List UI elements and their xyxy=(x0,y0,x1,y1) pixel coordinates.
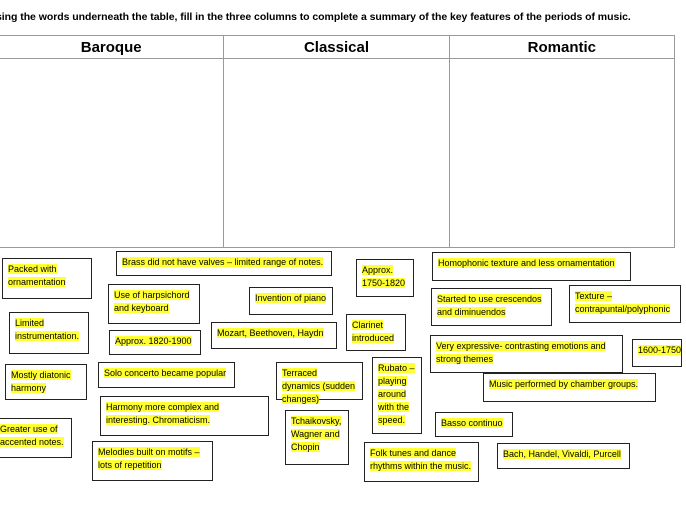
card-label: Homophonic texture and less ornamentatio… xyxy=(438,258,615,268)
card-label: Mostly diatonic harmony xyxy=(11,370,71,393)
card-label: Tchaikovsky, Wagner and Chopin xyxy=(291,416,342,452)
instructions: sing the words underneath the table, fil… xyxy=(0,11,631,23)
card-label: Limited instrumentation. xyxy=(15,318,80,341)
card-label: Use of harpsichord and keyboard xyxy=(114,290,190,313)
card-label: Clarinet introduced xyxy=(352,320,395,343)
card-label: Very expressive- contrasting emotions an… xyxy=(436,341,606,364)
card-brass-no-valves[interactable]: Brass did not have valves – limited rang… xyxy=(116,251,332,276)
card-melodies-motifs[interactable]: Melodies built on motifs – lots of repet… xyxy=(92,441,213,481)
card-texture-contrapuntal[interactable]: Texture – contrapuntal/polyphonic xyxy=(569,285,681,323)
card-very-expressive[interactable]: Very expressive- contrasting emotions an… xyxy=(430,335,623,373)
card-tchaikovsky-wagner-chopin[interactable]: Tchaikovsky, Wagner and Chopin xyxy=(285,410,349,465)
card-accented-notes[interactable]: Greater use of accented notes. xyxy=(0,418,72,458)
card-label: Greater use of accented notes. xyxy=(0,424,64,447)
card-terraced-dynamics[interactable]: Terraced dynamics (sudden changes) xyxy=(276,362,363,404)
card-limited-instrumentation[interactable]: Limited instrumentation. xyxy=(9,312,89,354)
card-approx-1750-1820[interactable]: Approx. 1750-1820 xyxy=(356,259,414,297)
card-label: Basso continuo xyxy=(441,418,503,428)
card-label: Terraced dynamics (sudden changes) xyxy=(282,368,356,404)
column-header-classical: Classical xyxy=(223,35,450,59)
card-label: Mozart, Beethoven, Haydn xyxy=(217,328,324,338)
column-header-baroque: Baroque xyxy=(0,35,225,59)
classical-answer-cell xyxy=(223,58,450,248)
romantic-answer-cell xyxy=(448,58,676,248)
card-label: Melodies built on motifs – lots of repet… xyxy=(98,447,200,470)
card-packed-with-ornamentation[interactable]: Packed with ornamentation xyxy=(2,258,92,299)
card-invention-of-piano[interactable]: Invention of piano xyxy=(249,287,333,315)
card-bach-handel-vivaldi-purcell[interactable]: Bach, Handel, Vivaldi, Purcell xyxy=(497,443,630,469)
card-crescendos-diminuendos[interactable]: Started to use crescendos and diminuendo… xyxy=(431,288,552,326)
card-label: Packed with ornamentation xyxy=(8,264,66,287)
card-label: Started to use crescendos and diminuendo… xyxy=(437,294,542,317)
table-answer-row xyxy=(0,58,676,248)
card-solo-concerto[interactable]: Solo concerto became popular xyxy=(98,362,235,388)
table-header-row: Baroque Classical Romantic xyxy=(0,35,676,59)
card-label: 1600-1750 xyxy=(638,345,682,355)
card-harpsichord-keyboard[interactable]: Use of harpsichord and keyboard xyxy=(108,284,200,324)
card-approx-1600-1750[interactable]: 1600-1750 xyxy=(632,339,682,367)
card-label: Music performed by chamber groups. xyxy=(489,379,639,389)
card-label: Texture – contrapuntal/polyphonic xyxy=(575,291,671,314)
card-label: Approx. 1750-1820 xyxy=(362,265,406,288)
card-homophonic-texture[interactable]: Homophonic texture and less ornamentatio… xyxy=(432,252,631,281)
baroque-answer-cell xyxy=(0,58,225,248)
column-header-romantic: Romantic xyxy=(448,35,676,59)
card-label: Rubato – playing around with the speed. xyxy=(378,363,415,425)
card-clarinet-introduced[interactable]: Clarinet introduced xyxy=(346,314,406,351)
card-folk-tunes[interactable]: Folk tunes and dance rhythms within the … xyxy=(364,442,479,482)
card-label: Approx. 1820-1900 xyxy=(115,336,192,346)
card-label: Invention of piano xyxy=(255,293,327,303)
card-label: Solo concerto became popular xyxy=(104,368,227,378)
card-label: Harmony more complex and interesting. Ch… xyxy=(106,402,220,425)
card-rubato[interactable]: Rubato – playing around with the speed. xyxy=(372,357,422,434)
card-harmony-complex[interactable]: Harmony more complex and interesting. Ch… xyxy=(100,396,269,436)
card-mostly-diatonic[interactable]: Mostly diatonic harmony xyxy=(5,364,87,400)
card-label: Bach, Handel, Vivaldi, Purcell xyxy=(503,449,621,459)
card-mozart-beethoven-haydn[interactable]: Mozart, Beethoven, Haydn xyxy=(211,322,337,349)
card-basso-continuo[interactable]: Basso continuo xyxy=(435,412,513,437)
summary-table: Baroque Classical Romantic xyxy=(0,35,676,248)
card-chamber-groups[interactable]: Music performed by chamber groups. xyxy=(483,373,656,402)
card-approx-1820-1900[interactable]: Approx. 1820-1900 xyxy=(109,330,201,355)
card-label: Folk tunes and dance rhythms within the … xyxy=(370,448,472,471)
card-label: Brass did not have valves – limited rang… xyxy=(122,257,324,267)
